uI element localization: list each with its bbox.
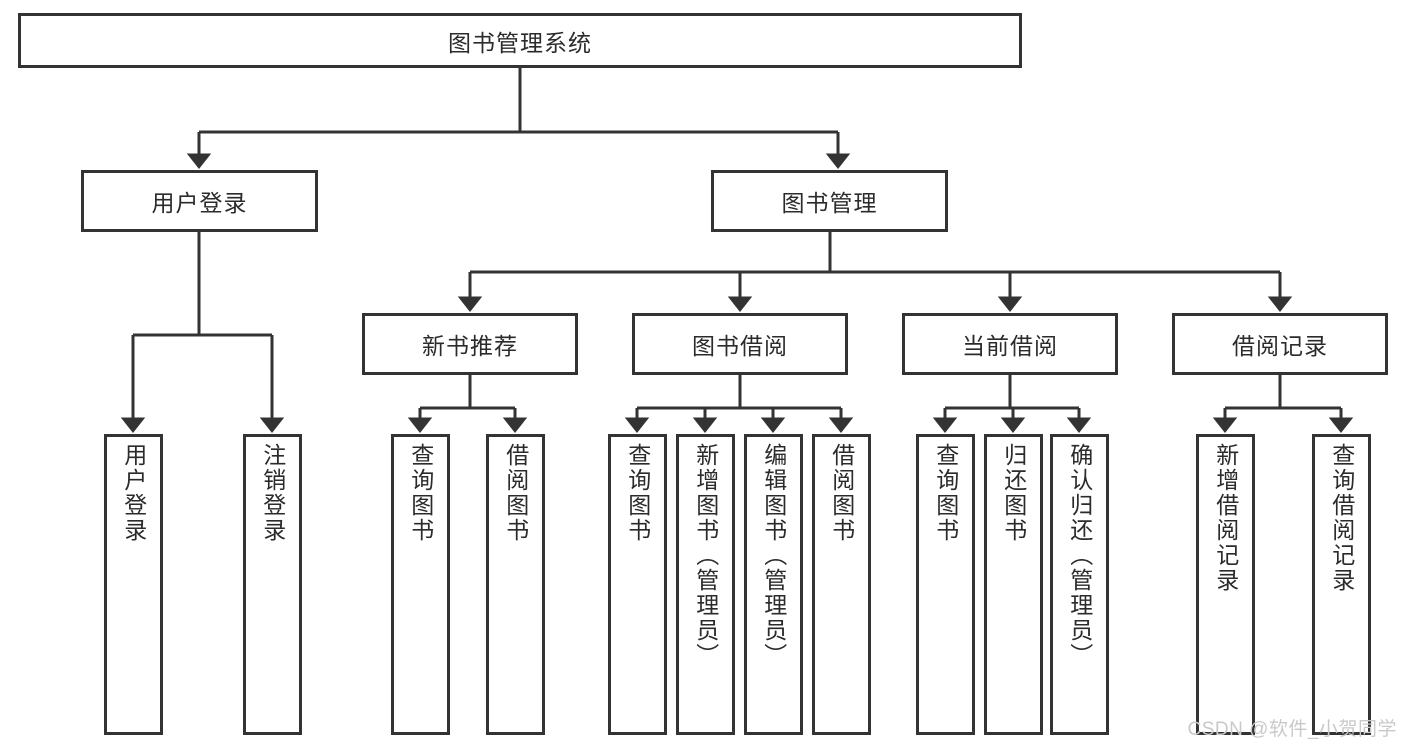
- node-new-book-recommend-label: 新书推荐: [422, 333, 518, 359]
- leaf-label: 借阅图书: [502, 443, 529, 543]
- leaf-label: 新增借阅记录: [1212, 443, 1239, 593]
- node-current-borrow[interactable]: 当前借阅: [902, 313, 1118, 375]
- leaf-borrow-add-book-admin[interactable]: 新增图书（管理员）: [676, 434, 735, 735]
- leaf-user-login-signout[interactable]: 注销登录: [243, 434, 302, 735]
- leaf-label: 查询借阅记录: [1328, 443, 1355, 593]
- leaf-current-return-book[interactable]: 归还图书: [984, 434, 1043, 735]
- node-new-book-recommend[interactable]: 新书推荐: [362, 313, 578, 375]
- leaf-label: 新增图书（管理员）: [692, 443, 719, 668]
- leaf-current-confirm-return-admin[interactable]: 确认归还（管理员）: [1050, 434, 1109, 735]
- leaf-label: 查询图书: [932, 443, 959, 543]
- leaf-record-query-record[interactable]: 查询借阅记录: [1312, 434, 1371, 735]
- node-root[interactable]: 图书管理系统: [18, 13, 1022, 68]
- leaf-current-query-book[interactable]: 查询图书: [916, 434, 975, 735]
- leaf-borrow-query-book[interactable]: 查询图书: [608, 434, 667, 735]
- leaf-borrow-borrow-book[interactable]: 借阅图书: [812, 434, 871, 735]
- leaf-label: 编辑图书（管理员）: [760, 443, 787, 668]
- leaf-recommend-query-book[interactable]: 查询图书: [391, 434, 450, 735]
- leaf-label: 确认归还（管理员）: [1066, 443, 1093, 668]
- leaf-label: 注销登录: [259, 443, 286, 543]
- node-borrow-record-label: 借阅记录: [1232, 333, 1328, 359]
- leaf-label: 查询图书: [407, 443, 434, 543]
- leaf-recommend-borrow-book[interactable]: 借阅图书: [486, 434, 545, 735]
- node-book-management-label: 图书管理: [781, 190, 878, 216]
- node-current-borrow-label: 当前借阅: [962, 333, 1058, 359]
- leaf-record-add-record[interactable]: 新增借阅记录: [1196, 434, 1255, 735]
- watermark: CSDN @软件_小贺同学: [1187, 719, 1397, 740]
- leaf-label: 借阅图书: [828, 443, 855, 543]
- leaf-user-login-signin[interactable]: 用户登录: [104, 434, 163, 735]
- leaf-label: 用户登录: [120, 443, 147, 543]
- node-borrow-record[interactable]: 借阅记录: [1172, 313, 1388, 375]
- node-book-borrow[interactable]: 图书借阅: [632, 313, 848, 375]
- node-book-management[interactable]: 图书管理: [711, 170, 948, 232]
- node-root-label: 图书管理系统: [448, 29, 592, 56]
- node-user-login[interactable]: 用户登录: [81, 170, 318, 232]
- leaf-label: 归还图书: [1000, 443, 1027, 543]
- node-book-borrow-label: 图书借阅: [692, 333, 788, 359]
- node-user-login-label: 用户登录: [151, 190, 248, 216]
- leaf-label: 查询图书: [624, 443, 651, 543]
- leaf-borrow-edit-book-admin[interactable]: 编辑图书（管理员）: [744, 434, 803, 735]
